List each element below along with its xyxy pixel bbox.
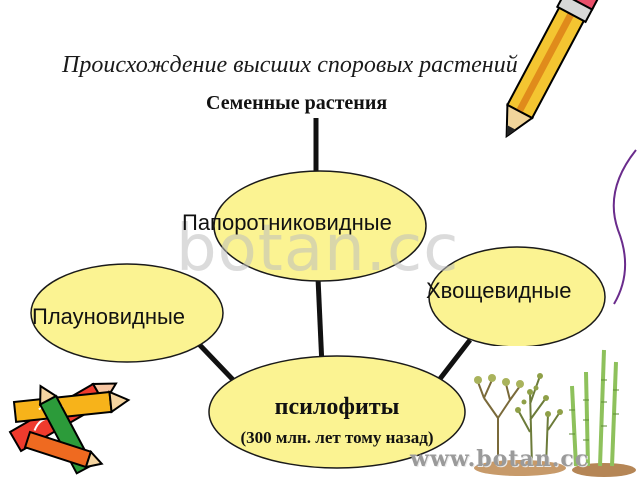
pencil-icon bbox=[505, 0, 600, 139]
psilophyte-age-label: (300 млн. лет тому назад) bbox=[240, 428, 434, 447]
horsetail-label: Хвощевидные bbox=[426, 278, 572, 303]
lycopod-label: Плауновидные bbox=[32, 304, 186, 329]
psilophyte-label: псилофиты bbox=[274, 394, 400, 420]
watermark-text: botan.cc bbox=[176, 212, 460, 286]
psilophyte-ellipse bbox=[208, 355, 466, 469]
fern-label: Папоротниковидные bbox=[182, 210, 392, 235]
watermark-url: www.botan.cc bbox=[410, 446, 590, 472]
connector-horsetail-psilophyte bbox=[434, 338, 472, 386]
lycopod-ellipse bbox=[30, 263, 224, 363]
connector-lycopod-psilophyte bbox=[193, 338, 240, 387]
seed-plants-label: Семенные растения bbox=[206, 92, 388, 114]
decorative-curve bbox=[612, 149, 637, 305]
crayons-icon bbox=[8, 382, 131, 475]
connector-fern-psilophyte bbox=[315, 277, 325, 367]
fern-ellipse bbox=[213, 170, 427, 282]
plants-illustration bbox=[470, 346, 640, 480]
slide-title: Происхождение высших споровых растений bbox=[62, 52, 518, 78]
